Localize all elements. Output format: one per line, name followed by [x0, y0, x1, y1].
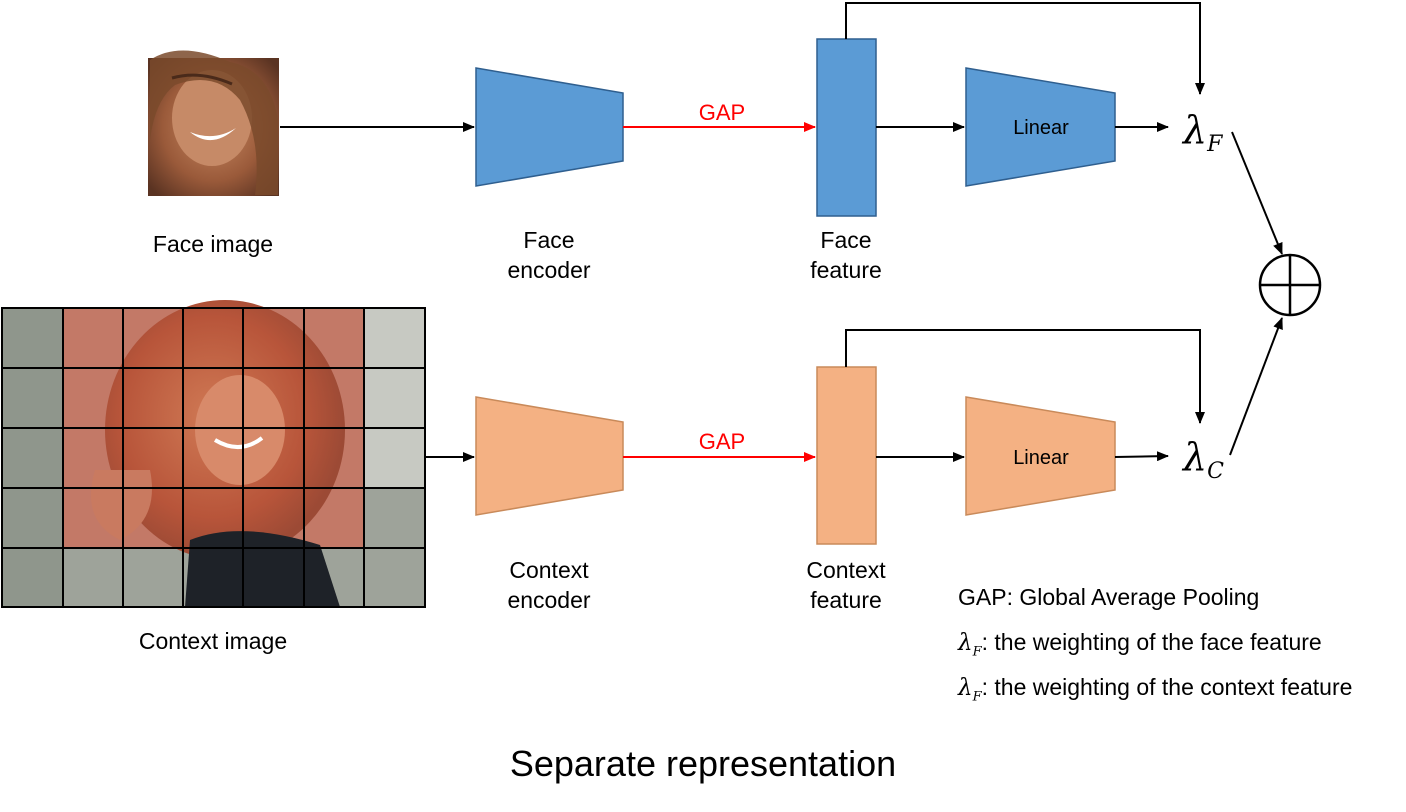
face-encoder-block — [475, 67, 624, 187]
face-linear-block — [965, 67, 1116, 187]
context-linear-label: Linear — [1013, 447, 1069, 469]
face-feature-label: Face feature — [810, 227, 882, 283]
context-image-label: Context image — [138, 628, 288, 654]
gap-label-face: GAP — [699, 100, 745, 125]
context-image — [2, 300, 425, 607]
face-image-label: Face image — [152, 231, 274, 257]
context-encoder-label: Context encoder — [507, 557, 591, 613]
arrow-context-weight-to-sum — [1229, 317, 1283, 456]
skip-connection-context — [845, 329, 1205, 424]
circle-plus-icon — [1258, 253, 1322, 317]
face-weight-symbol: λF — [1181, 108, 1223, 157]
arrow-face-weight-to-sum — [1231, 131, 1283, 255]
gap-label-context: GAP — [699, 429, 745, 454]
legend-face-weight: λF: the weighting of the face feature — [958, 629, 1322, 660]
diagram-title: Separate representation — [509, 743, 897, 784]
face-linear-label: Linear — [1013, 117, 1069, 139]
context-linear-block — [965, 396, 1116, 516]
legend-context-weight: λF: the weighting of the context feature — [958, 674, 1353, 705]
legend-gap: GAP: Global Average Pooling — [958, 584, 1260, 610]
face-encoder-label: Face encoder — [507, 227, 591, 283]
skip-connection-face — [845, 2, 1205, 95]
face-image — [148, 50, 279, 196]
context-weight-symbol: λC — [1181, 435, 1224, 484]
context-feature-block — [816, 366, 877, 545]
context-feature-label: Context feature — [806, 557, 886, 613]
face-feature-block — [816, 38, 877, 217]
arrow-context-linear-to-weight — [1114, 451, 1169, 462]
context-encoder-block — [475, 396, 624, 516]
